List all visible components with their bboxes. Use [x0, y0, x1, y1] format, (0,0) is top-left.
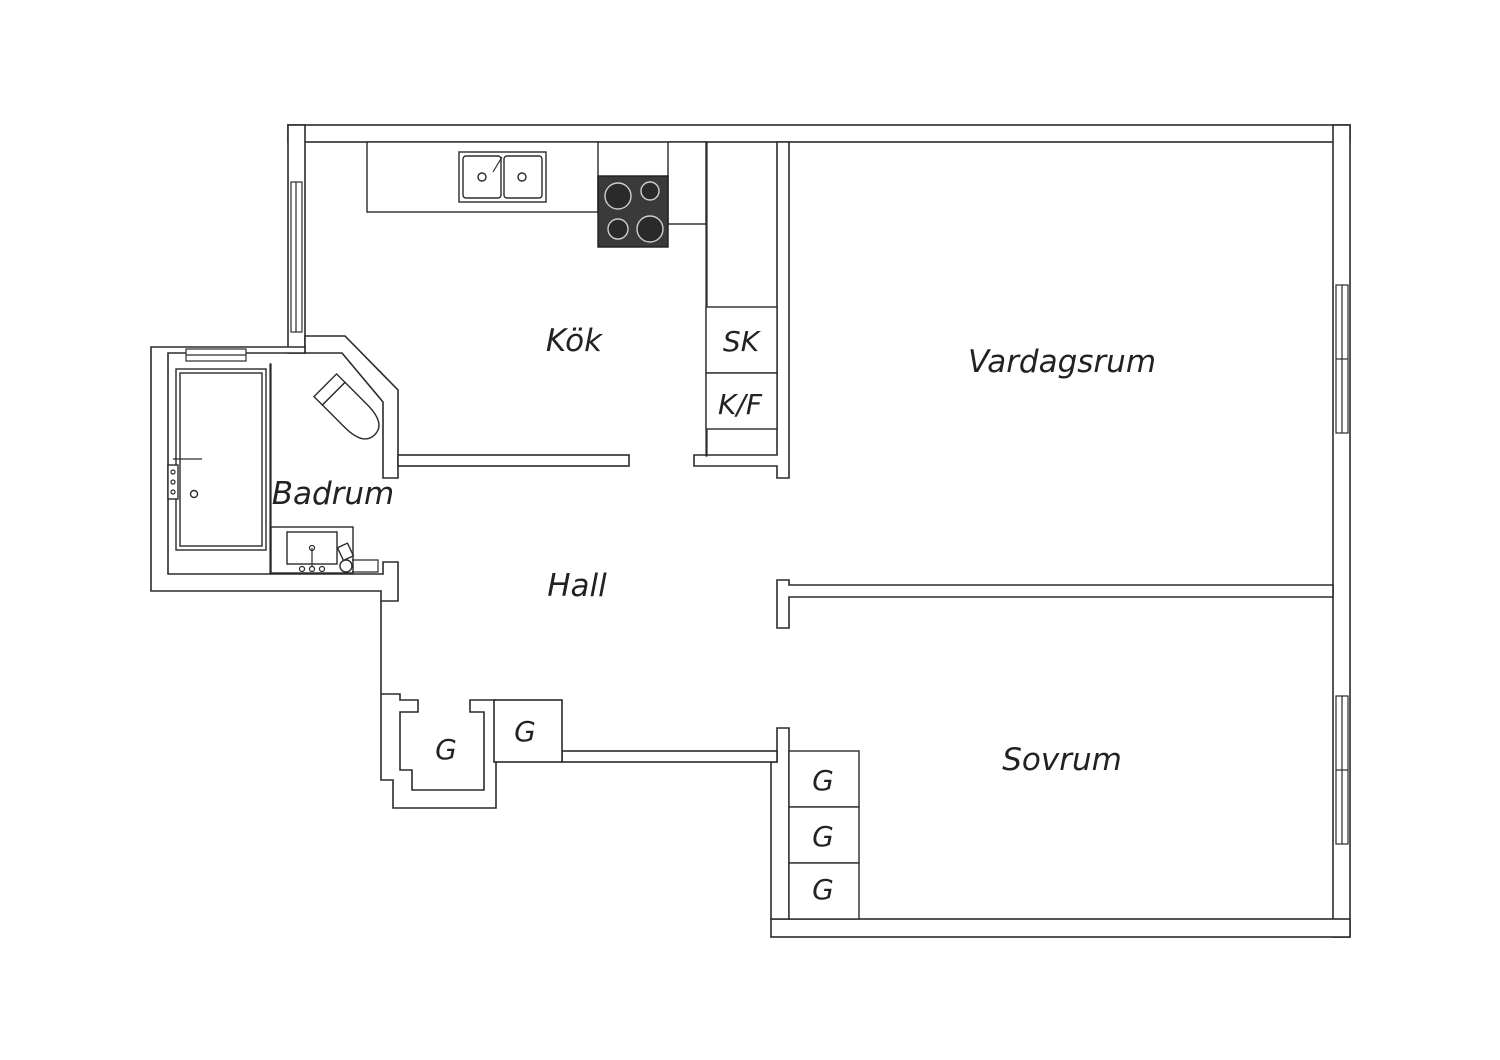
kitchen-fixtures [366, 141, 778, 430]
wall-bathroom-inner [269, 363, 272, 575]
closet-sovrum-2 [788, 806, 860, 864]
wall-closet-block [493, 699, 563, 763]
wall-kitchen-diagonal [304, 335, 399, 479]
wall-hall-left [380, 601, 497, 809]
fixture-labels: SK K/F G G G G G [435, 325, 834, 906]
closet-sovrum-3 [788, 862, 860, 920]
label-closet-hall-1: G [435, 733, 457, 766]
closet-sovrum-1 [788, 750, 860, 808]
wall-bathroom-outer [150, 346, 399, 602]
wall-bottom [770, 918, 1351, 938]
sink-icon [458, 151, 547, 203]
room-label-vardagsrum: Vardagsrum [968, 344, 1156, 380]
windows [185, 181, 1349, 845]
label-sk: SK [723, 325, 762, 358]
laundry-icon [336, 542, 379, 573]
label-closet-sovrum-2: G [812, 820, 834, 853]
room-label-sovrum: Sovrum [1002, 742, 1122, 778]
closets [788, 750, 860, 920]
bathroom-fixtures [167, 368, 380, 574]
room-labels: Kök Vardagsrum Badrum Hall Sovrum [272, 323, 1156, 778]
wall-kitchen-hall-left [397, 454, 630, 467]
wall-top [287, 124, 1351, 143]
toilet-icon [312, 372, 380, 440]
kitchen-counter-right [667, 141, 707, 225]
wall-hall-bottom [561, 750, 778, 763]
room-label-hall: Hall [547, 568, 607, 604]
cabinet-kf [705, 372, 778, 430]
label-closet-hall-2: G [514, 715, 536, 748]
label-closet-sovrum-3: G [812, 873, 834, 906]
wall-living-bedroom [776, 579, 1334, 629]
room-label-badrum: Badrum [272, 476, 395, 512]
label-closet-sovrum-1: G [812, 764, 834, 797]
label-kf: K/F [718, 388, 763, 421]
room-label-kok: Kök [546, 323, 603, 359]
cabinet-sk [705, 306, 778, 374]
bathtub-icon [167, 368, 267, 551]
stove-icon [597, 175, 669, 248]
